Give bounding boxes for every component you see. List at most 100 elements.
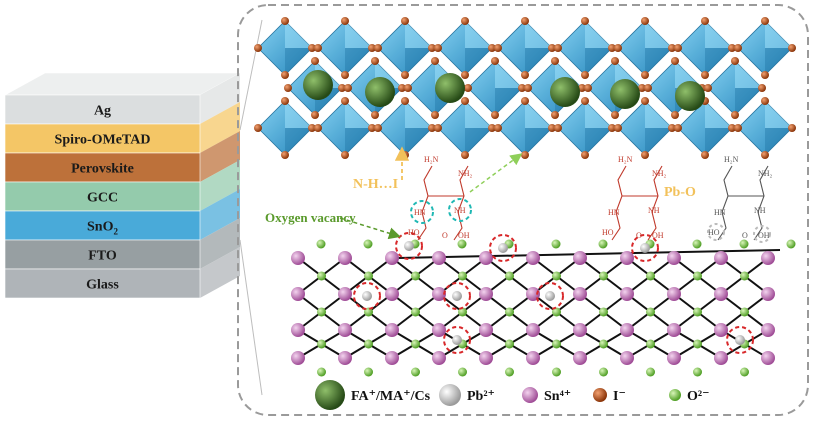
iodide-ion	[368, 124, 376, 132]
nh-circle	[448, 198, 472, 222]
iodide-ion	[431, 57, 439, 65]
iodide-ion	[314, 124, 322, 132]
iodide-ion	[311, 57, 319, 65]
green-sphere-icon	[669, 389, 681, 401]
sn-ion	[761, 287, 775, 301]
layer-label: Ag	[94, 104, 111, 119]
oxygen-vacancy-circle	[536, 282, 564, 310]
legend-label: O²⁻	[687, 389, 709, 404]
atom-label: HO	[408, 228, 420, 237]
oxide-ion	[551, 239, 561, 249]
pbi6-octahedron	[737, 100, 793, 156]
pb-ion	[735, 335, 745, 345]
oxide-ion	[317, 367, 326, 377]
a-site-cation	[303, 70, 333, 100]
iodide-ion	[341, 71, 349, 79]
iodide-ion	[431, 111, 439, 119]
sn-ion	[620, 251, 634, 265]
legend-item: FA⁺/MA⁺/Cs	[315, 380, 431, 410]
sn-ion	[620, 287, 634, 301]
iodide-ion	[281, 17, 289, 25]
oxide-ion	[505, 271, 514, 281]
pink-sphere-icon	[522, 387, 538, 403]
atom-label: HO	[708, 228, 720, 237]
pbi6-octahedron	[617, 20, 673, 76]
pb-ion	[545, 291, 555, 301]
iodide-ion	[548, 124, 556, 132]
iodide-ion	[734, 124, 742, 132]
iodide-ion	[761, 97, 769, 105]
atom-label: O	[742, 231, 748, 240]
oxygen-vacancy-circle	[395, 232, 423, 260]
iodide-ion	[701, 71, 709, 79]
iodide-ion	[554, 124, 562, 132]
zoom-line-top	[239, 19, 263, 131]
iodide-ion	[281, 71, 289, 79]
sn-ion	[291, 351, 305, 365]
white-sphere-icon	[439, 384, 461, 406]
iodide-ion	[674, 44, 682, 52]
iodide-ion	[374, 44, 382, 52]
sn-ion	[479, 323, 493, 337]
iodide-ion	[344, 84, 352, 92]
iodide-ion	[671, 111, 679, 119]
legend-label: Pb²⁺	[467, 389, 495, 404]
sn-ion	[338, 323, 352, 337]
iodide-ion	[518, 84, 526, 92]
pbi6-octahedron	[317, 20, 373, 76]
iodide-ion	[461, 97, 469, 105]
legend-item: Pb²⁺	[439, 384, 495, 406]
oxygen-vacancy-circle	[726, 326, 754, 354]
iodide-ion	[671, 57, 679, 65]
oxide-ion	[693, 271, 702, 281]
a-site-cation	[365, 77, 395, 107]
oxide-ion	[317, 339, 326, 349]
sn-ion	[291, 323, 305, 337]
iodide-ion	[488, 44, 496, 52]
sn-ion	[291, 287, 305, 301]
sn-ion	[667, 351, 681, 365]
iodide-ion	[731, 111, 739, 119]
sn-ion	[667, 251, 681, 265]
legend-item: Sn⁴⁺	[522, 387, 571, 404]
pbi6-octahedron	[737, 20, 793, 76]
sn-ion	[432, 351, 446, 365]
iodide-ion	[674, 124, 682, 132]
layer-label: SnO2	[87, 220, 118, 237]
pbi6-octahedron	[497, 20, 553, 76]
a-site-cation	[610, 79, 640, 109]
sn-ion	[667, 323, 681, 337]
iodide-ion	[494, 44, 502, 52]
sn-ion	[573, 287, 587, 301]
iodide-ion	[731, 57, 739, 65]
iodide-ion	[614, 124, 622, 132]
iodide-ion	[548, 44, 556, 52]
iodide-ion	[788, 124, 796, 132]
atom-label: NH₂	[758, 169, 773, 178]
iodide-ion	[641, 17, 649, 25]
oh-circle	[753, 225, 771, 243]
oxide-ion	[411, 307, 420, 317]
sn-ion	[761, 351, 775, 365]
atom-label: NH	[454, 206, 466, 215]
pb-ion	[498, 243, 508, 253]
pbi6-octahedron	[257, 100, 313, 156]
layer-spiro-ometad: Spiro-OMeTAD	[4, 102, 240, 154]
oxygen-vacancy-circle	[443, 282, 471, 310]
iodide-ion	[308, 44, 316, 52]
oxide-ion	[598, 239, 608, 249]
iodide-ion	[641, 71, 649, 79]
iodide-ion	[371, 57, 379, 65]
oxide-ion	[599, 367, 608, 377]
iodide-ion	[554, 44, 562, 52]
oxygen-vacancy-circle	[353, 282, 381, 310]
oxide-ion	[692, 239, 702, 249]
iodide-ion	[611, 57, 619, 65]
pbi6-octahedron	[437, 100, 493, 156]
iodide-ion	[584, 84, 592, 92]
layer-label: Spiro-OMeTAD	[55, 133, 151, 148]
pbi6-octahedron	[437, 20, 493, 76]
